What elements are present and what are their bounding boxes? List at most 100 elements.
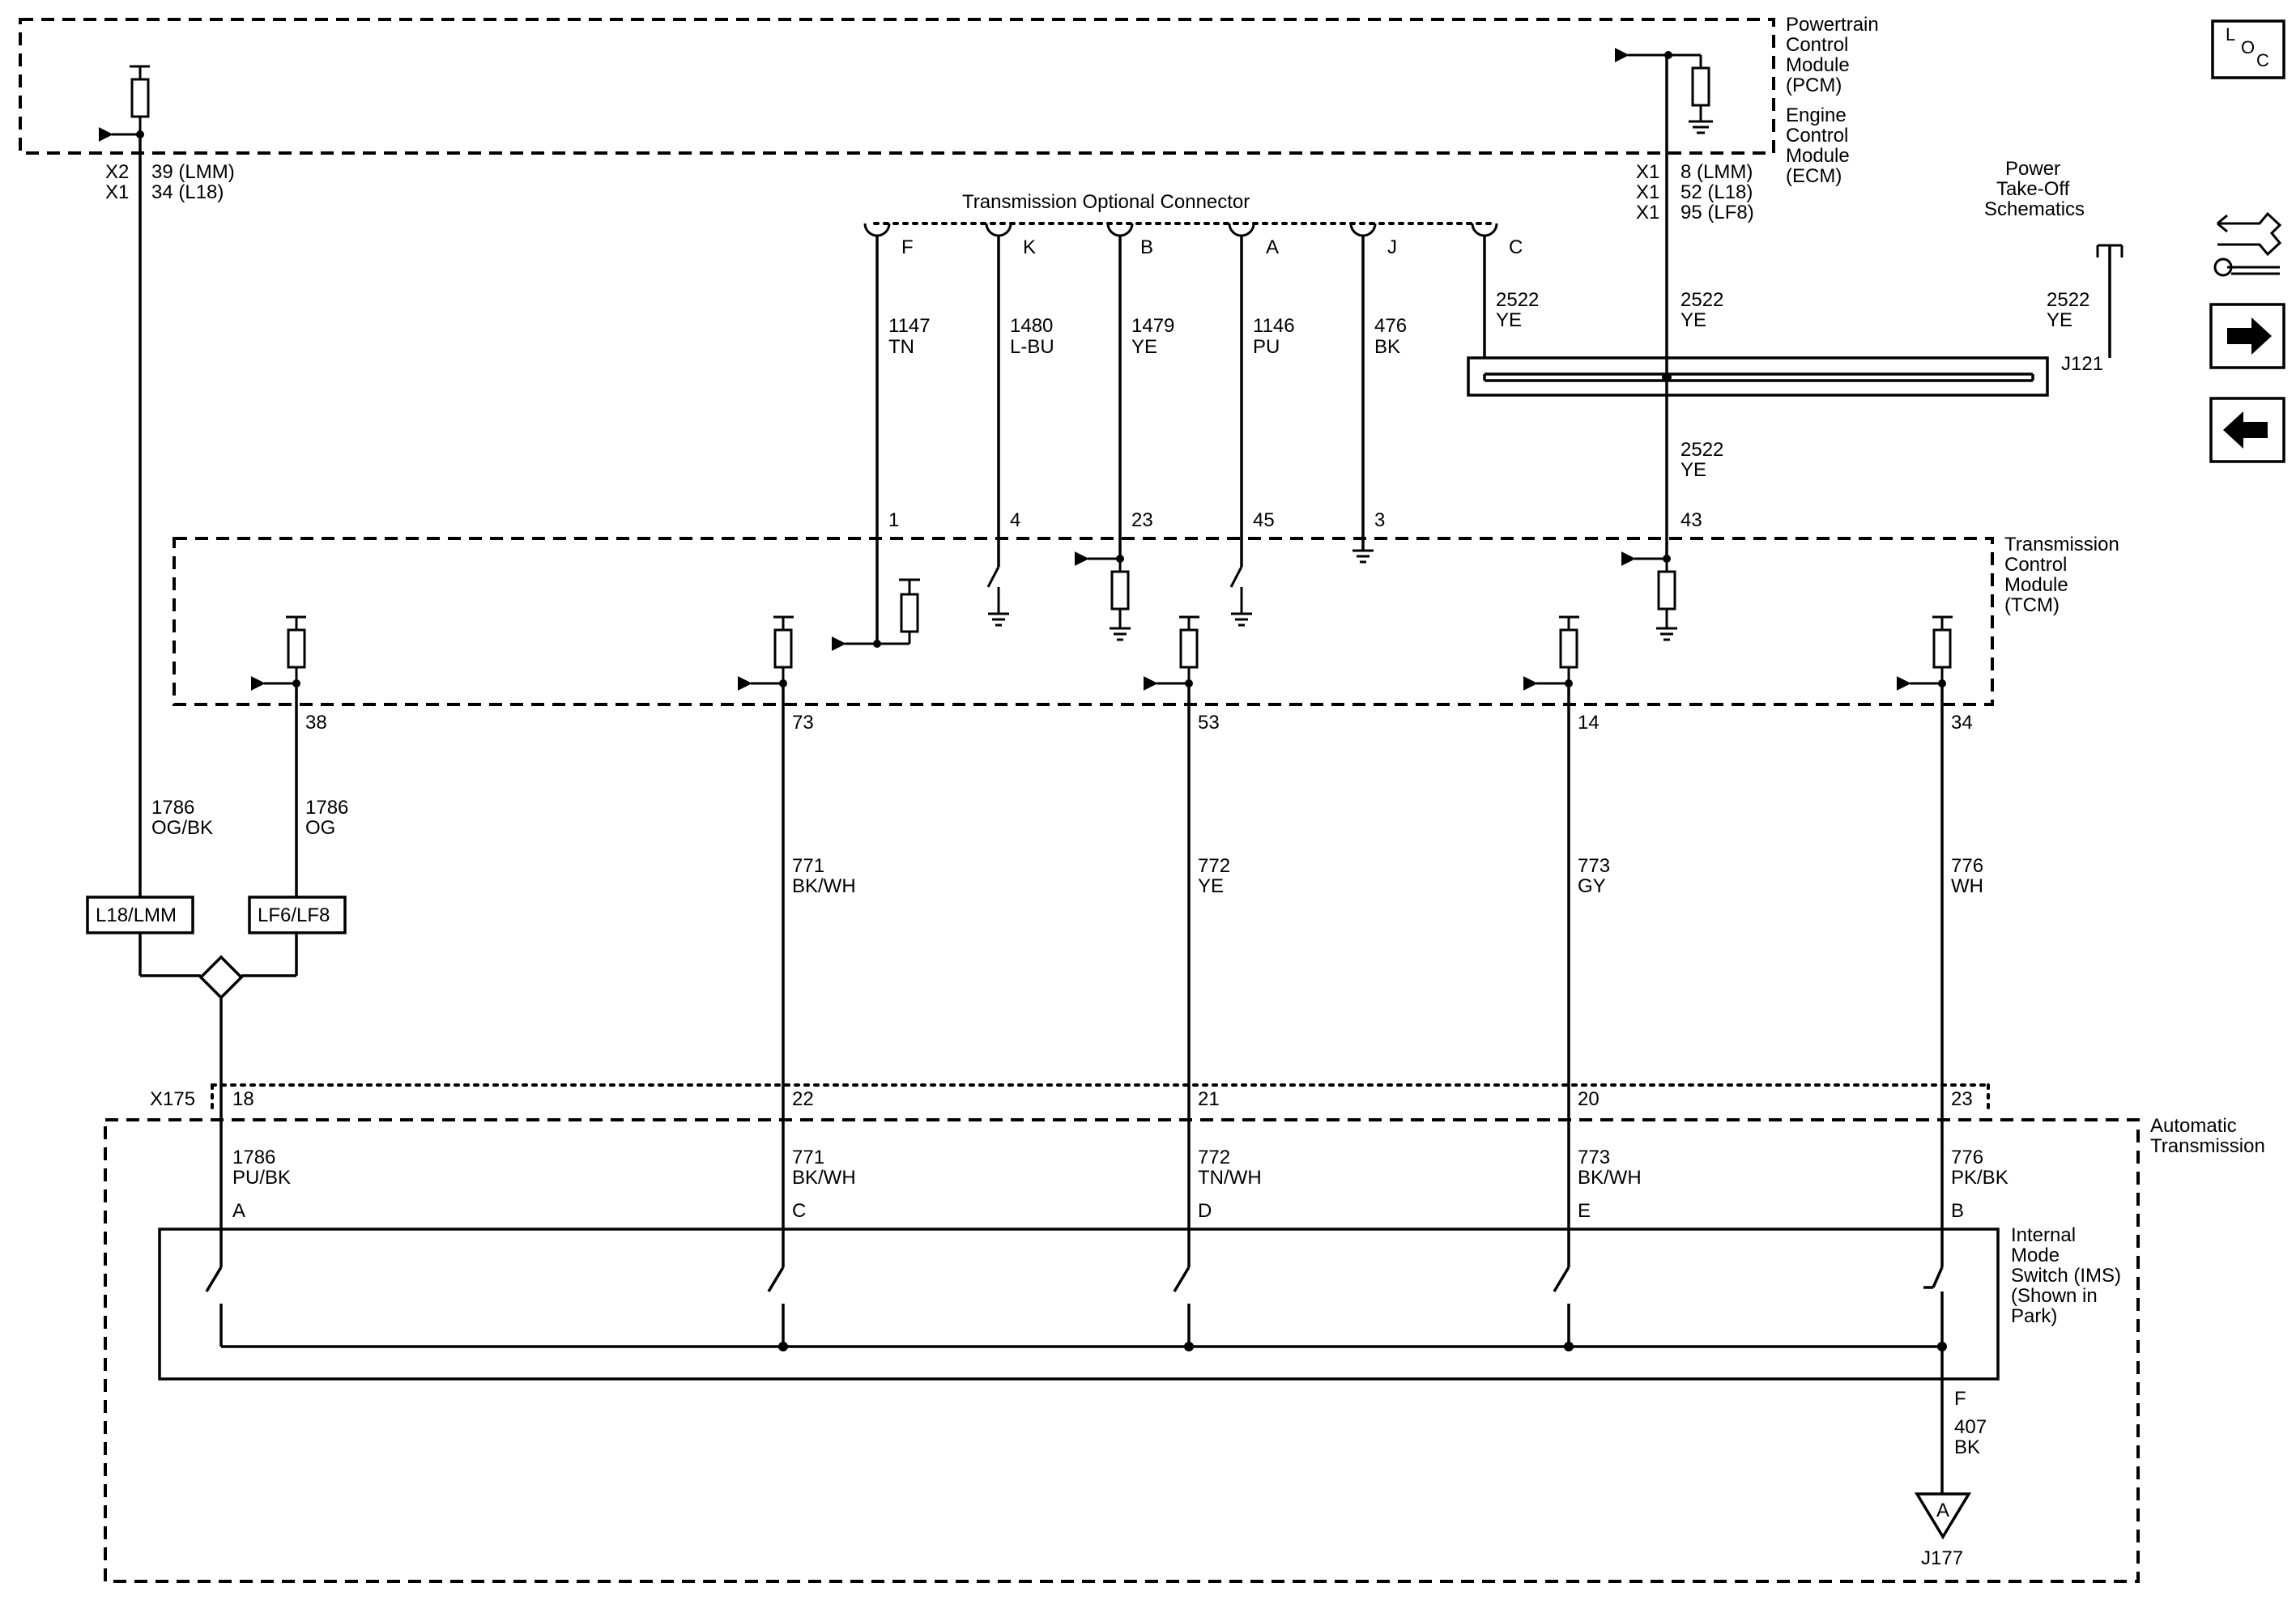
wire-2522-ecm-circuit: 2522: [1680, 289, 1723, 311]
pcm-label-line-4: (PCM): [1786, 74, 1842, 96]
j121-label: J121: [2061, 353, 2103, 375]
pcm-label-line-1: Powertrain: [1786, 14, 1879, 36]
x175-pin-21: 21: [1198, 1088, 1220, 1110]
x175-pin-22: 22: [792, 1088, 814, 1110]
ims-label-line-3: Switch (IMS): [2011, 1265, 2121, 1287]
wire-1479-circuit: 1479: [1131, 315, 1174, 337]
connector-tool-icon[interactable]: [2213, 211, 2282, 277]
tcm-output-38: [250, 615, 306, 691]
transmission-label-line-2: Transmission: [2150, 1135, 2265, 1157]
ims-wire-772-color: TN/WH: [1198, 1167, 1262, 1189]
ims-label-line-2: Mode: [2011, 1245, 2060, 1266]
ecm-label-line-2: Control: [1786, 125, 1848, 147]
ground-wire-color: BK: [1954, 1436, 1980, 1458]
optional-wires: [875, 236, 1486, 644]
tcm-pin-3: 3: [1374, 509, 1385, 531]
ims-wire-771-circuit: 771: [792, 1147, 824, 1168]
wire-1786-circuit: 1786: [305, 797, 348, 819]
ims-pin-D: D: [1198, 1200, 1212, 1222]
wire-1146-color: PU: [1253, 336, 1280, 358]
ims-wire-773-circuit: 773: [1578, 1147, 1610, 1168]
ims-wire-773-color: BK/WH: [1578, 1167, 1642, 1189]
wire-771-color: BK/WH: [792, 875, 856, 897]
wire-1479-color: YE: [1131, 336, 1157, 358]
x175-connector: [211, 1083, 1990, 1113]
ims-label-line-1: Internal: [2011, 1224, 2076, 1246]
tcm-module: Transmission Control Module (TCM): [173, 534, 2119, 706]
pto-label-line-1: Power: [2005, 158, 2060, 180]
optional-pin-C: C: [1509, 236, 1523, 258]
tcm-label-line-3: Module: [2004, 574, 2068, 596]
wire-772-circuit: 772: [1198, 855, 1230, 877]
ims-label-line-5: Park): [2011, 1305, 2057, 1327]
wire-1147-circuit: 1147: [888, 315, 931, 337]
tcm-input-pin-23: [1074, 551, 1131, 641]
j177-label: J177: [1921, 1547, 1963, 1569]
ecm-label-line-3: Module: [1786, 145, 1850, 167]
optional-connector-label: Transmission Optional Connector: [962, 191, 1250, 213]
tcm-pin-1: 1: [888, 509, 899, 531]
tcm-input-pin-43: [1621, 551, 1677, 641]
wire-2522-pto-circuit: 2522: [2047, 289, 2089, 311]
ecm-right-pin-2: 52 (L18): [1680, 181, 1753, 203]
tcm-label-line-1: Transmission: [2004, 534, 2119, 555]
wire-2522-c-circuit: 2522: [1496, 289, 1539, 311]
internal-mode-switch: Internal Mode Switch (IMS) (Shown in Par…: [158, 1224, 2121, 1381]
previous-arrow-icon[interactable]: [2209, 397, 2285, 463]
tcm-input-pin-4: [986, 566, 1009, 627]
tcm-pin-34: 34: [1951, 712, 1973, 734]
wire-pcm-1786-circuit: 1786: [151, 797, 194, 819]
ecm-label-line-1: Engine: [1786, 104, 1847, 126]
optional-connector-pins: [863, 223, 1498, 237]
pcm-left-pin-conn-1: X2: [105, 161, 129, 183]
pcm-label-line-2: Control: [1786, 34, 1848, 56]
pto-label-line-3: Schematics: [1984, 198, 2085, 220]
x175-pin-20: 20: [1578, 1088, 1600, 1110]
wire-773-circuit: 773: [1578, 855, 1610, 877]
wire-772-color: YE: [1198, 875, 1224, 897]
ecm-right-pin-3: 95 (LF8): [1680, 202, 1754, 223]
ecm-right-pin-conn-2: X1: [1636, 181, 1659, 203]
j177-ground-symbol: [1914, 1492, 1972, 1540]
wire-476-color: BK: [1374, 336, 1400, 358]
tcm-output-circuits: [250, 615, 1953, 691]
loc-letter-l: L: [2226, 24, 2235, 45]
loc-icon[interactable]: L O C: [2211, 19, 2285, 79]
pcm-left-pin-2: 34 (L18): [151, 181, 224, 203]
tcm-pin-4: 4: [1010, 509, 1020, 531]
tcm-pin-45: 45: [1253, 509, 1275, 531]
tcm-output-73: [737, 615, 794, 691]
ims-wire-1786-color: PU/BK: [232, 1167, 291, 1189]
wire-1480-circuit: 1480: [1010, 315, 1053, 337]
ims-junction-dots: [778, 1342, 1947, 1351]
tcm-pin-73: 73: [792, 712, 814, 734]
x175-label: X175: [150, 1088, 195, 1110]
optional-pin-K: K: [1023, 236, 1036, 258]
ims-wire-771-color: BK/WH: [792, 1167, 856, 1189]
wire-1147-color: TN: [888, 336, 914, 358]
wire-1786-color: OG: [305, 817, 335, 839]
pcm-ecm-module: Powertrain Control Module (PCM) Engine C…: [19, 14, 1879, 187]
wire-2522-pto-color: YE: [2047, 309, 2072, 331]
pto-label-line-2: Take-Off: [1996, 178, 2070, 200]
ims-pin-A: A: [232, 1200, 245, 1222]
wire-773-color: GY: [1578, 875, 1606, 897]
tcm-label-line-4: (TCM): [2004, 594, 2060, 616]
ims-wire-772-circuit: 772: [1198, 1147, 1230, 1168]
wire-776-color: WH: [1951, 875, 1983, 897]
optional-pin-A: A: [1266, 236, 1279, 258]
transmission-label-line-1: Automatic: [2150, 1115, 2237, 1137]
tcm-ground-pin-3: [1352, 549, 1374, 564]
ims-label-line-4: (Shown in: [2011, 1285, 2098, 1307]
ims-wire-1786-circuit: 1786: [232, 1147, 275, 1168]
ims-pin-B: B: [1951, 1200, 1964, 1222]
tcm-label-line-2: Control: [2004, 554, 2067, 576]
pcm-left-pin-conn-2: X1: [105, 181, 129, 203]
tcm-input-pin-45: [1229, 566, 1252, 627]
ims-switches: [205, 1266, 1944, 1494]
optional-pin-F: F: [901, 236, 914, 258]
ground-wire-circuit: 407: [1954, 1416, 1987, 1438]
pcm-label-line-3: Module: [1786, 54, 1850, 76]
next-arrow-icon[interactable]: [2209, 303, 2285, 369]
tcm-pin-23: 23: [1131, 509, 1153, 531]
